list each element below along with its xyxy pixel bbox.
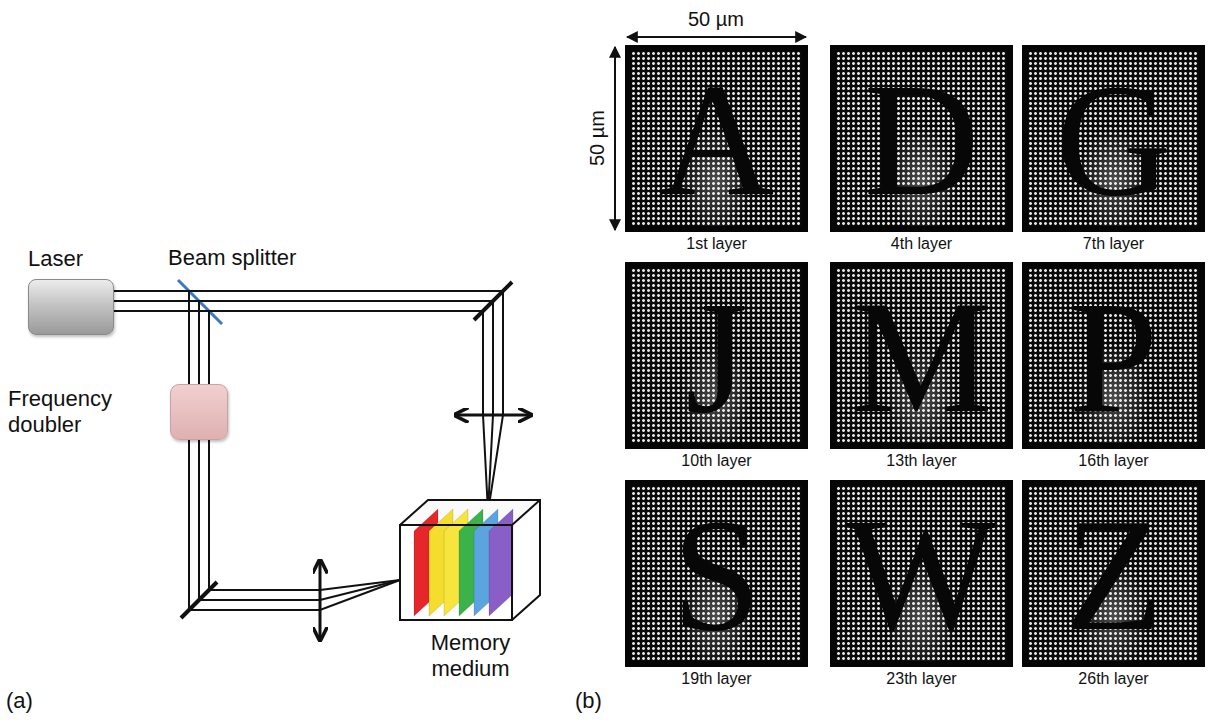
laser-beam — [189, 440, 400, 610]
layer-node: D4th layer — [830, 45, 1013, 254]
layer-node: J10th layer — [625, 262, 808, 471]
layer-node: S19th layer — [625, 480, 808, 689]
memory-medium-label: Memory medium — [398, 630, 543, 682]
memory-medium-box — [398, 498, 543, 626]
laser-beam — [114, 291, 209, 384]
layer-caption: 16th layer — [1022, 451, 1205, 471]
microscope-image: P — [1022, 262, 1205, 449]
laser-node: Laser — [28, 245, 114, 335]
beam-line — [114, 301, 199, 384]
laser-label: Laser — [28, 245, 114, 273]
scale-arrow — [627, 36, 806, 38]
box-edge — [512, 500, 540, 525]
medium-node: Memory medium — [398, 498, 543, 682]
recorded-letter: A — [625, 45, 808, 232]
beam-line — [114, 291, 503, 512]
layer-caption: 19th layer — [625, 669, 808, 689]
microscope-image: S — [625, 480, 808, 667]
layer-caption: 23th layer — [830, 669, 1013, 689]
microscope-image: G — [1022, 45, 1205, 232]
beam-line — [189, 440, 400, 610]
beam-line — [114, 291, 189, 384]
recorded-letter: P — [1022, 262, 1205, 449]
microscope-image: D — [830, 45, 1013, 232]
layer-caption: 4th layer — [830, 234, 1013, 254]
layer-caption: 1st layer — [625, 234, 808, 254]
beam-line — [114, 311, 488, 512]
doubler-node: Frequency doubler — [8, 384, 228, 440]
recorded-letter: D — [830, 45, 1013, 232]
frequency-doubler-box — [170, 384, 228, 440]
layer-node: M13th layer — [830, 262, 1013, 471]
recorded-letter: J — [625, 262, 808, 449]
scale-label: 50 µm — [666, 7, 766, 31]
layer-node: W23th layer — [830, 480, 1013, 689]
recorded-letter: S — [625, 480, 808, 667]
recorded-letter: Z — [1022, 480, 1205, 667]
laser-box — [28, 279, 114, 335]
recorded-letter: M — [830, 262, 1013, 449]
box-edge — [400, 500, 540, 620]
microscope-image: J — [625, 262, 808, 449]
microscope-image: M — [830, 262, 1013, 449]
component-label: Beam splitter — [168, 245, 296, 271]
layer-caption: 13th layer — [830, 451, 1013, 471]
microscope-image: A — [625, 45, 808, 232]
layer-caption: 10th layer — [625, 451, 808, 471]
layer-caption: 26th layer — [1022, 669, 1205, 689]
microscope-image: W — [830, 480, 1013, 667]
laser-beam — [114, 291, 503, 512]
beam-line — [209, 440, 400, 590]
microscope-image: Z — [1022, 480, 1205, 667]
panel-label: (a) — [6, 688, 33, 714]
scale-arrow — [614, 47, 616, 230]
scale-label: 50 µm — [585, 88, 609, 188]
layer-caption: 7th layer — [1022, 234, 1205, 254]
layer-node: P16th layer — [1022, 262, 1205, 471]
layer-node: Z26th layer — [1022, 480, 1205, 689]
box-edge — [400, 525, 512, 620]
layer-node: A1st layer — [625, 45, 808, 254]
recorded-letter: W — [830, 480, 1013, 667]
beam-line — [199, 440, 400, 600]
beam-line — [114, 301, 493, 512]
doubler-label: Frequency doubler — [8, 386, 158, 438]
layer-node: G7th layer — [1022, 45, 1205, 254]
recorded-letter: G — [1022, 45, 1205, 232]
beam-line — [114, 311, 209, 384]
panel-label: (b) — [575, 688, 602, 714]
